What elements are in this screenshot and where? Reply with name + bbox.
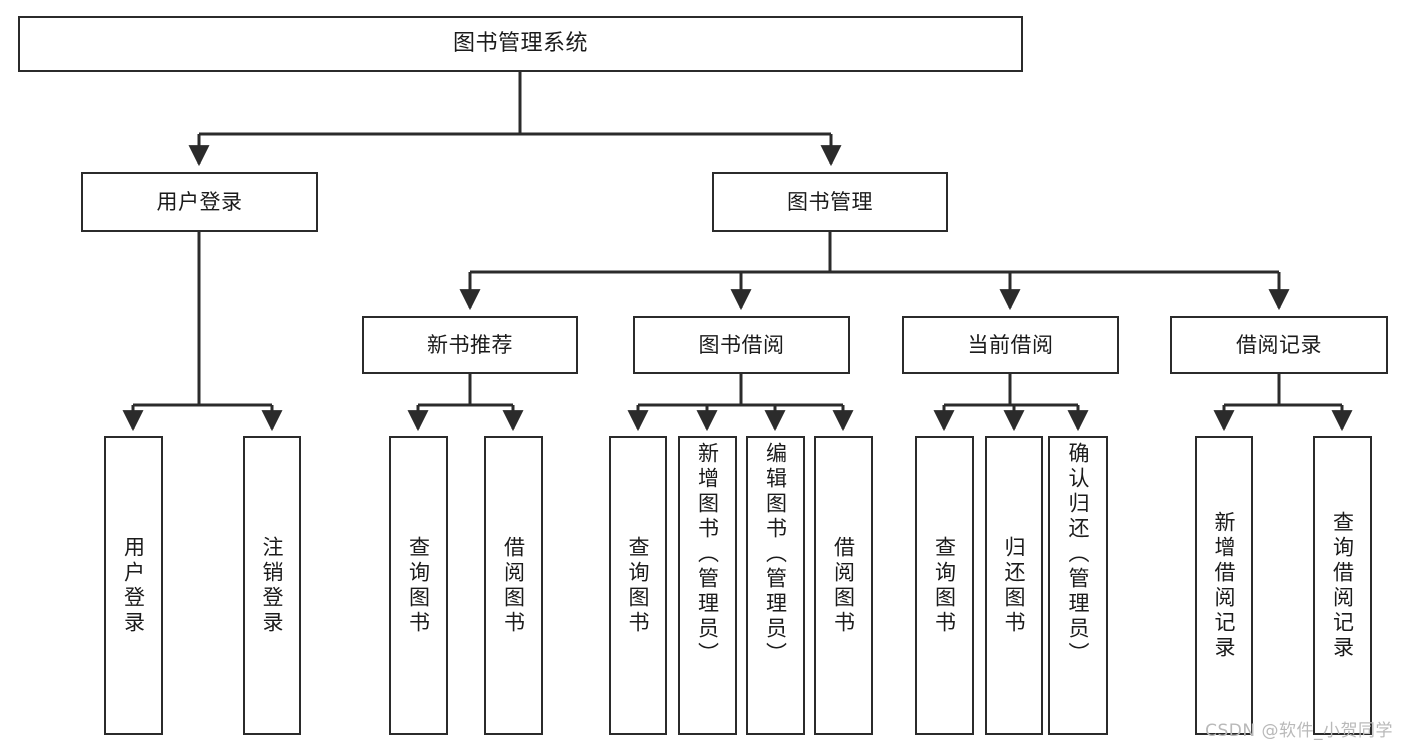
node-current-borrow-label: 当前借阅 [967,332,1054,357]
leaf-confirm-return-admin[interactable]: 确认归还（管理员） [1048,436,1108,735]
node-current-borrow[interactable]: 当前借阅 [902,316,1119,374]
leaf-user-login-label: 用户登录 [121,535,146,636]
leaf-user-logout-label: 注销登录 [260,535,285,636]
leaf-add-book-admin-label: 新增图书（管理员） [695,442,720,667]
leaf-borrow-book[interactable]: 借阅图书 [814,436,873,735]
leaf-add-book-admin[interactable]: 新增图书（管理员） [678,436,737,735]
node-book-borrow[interactable]: 图书借阅 [633,316,850,374]
leaf-add-borrow-record-label: 新增借阅记录 [1212,510,1237,661]
leaf-confirm-return-admin-label: 确认归还（管理员） [1066,442,1091,667]
node-user-login[interactable]: 用户登录 [81,172,318,232]
node-new-book-recommend-label: 新书推荐 [427,332,513,357]
leaf-return-book-label: 归还图书 [1002,535,1027,636]
node-book-management[interactable]: 图书管理 [712,172,948,232]
leaf-user-login[interactable]: 用户登录 [104,436,163,735]
leaf-edit-book-admin[interactable]: 编辑图书（管理员） [746,436,805,735]
node-book-management-label: 图书管理 [787,189,873,214]
leaf-query-book-borrow[interactable]: 查询图书 [609,436,667,735]
leaf-borrow-book-recommend-label: 借阅图书 [501,535,526,636]
watermark-text: CSDN @软件_小贺同学 [1205,721,1393,741]
leaf-query-book-current[interactable]: 查询图书 [915,436,974,735]
leaf-edit-book-admin-label: 编辑图书（管理员） [763,442,788,667]
leaf-return-book[interactable]: 归还图书 [985,436,1043,735]
leaf-query-book-recommend-label: 查询图书 [406,535,431,636]
leaf-user-logout[interactable]: 注销登录 [243,436,301,735]
node-book-borrow-label: 图书借阅 [698,332,785,357]
leaf-query-book-recommend[interactable]: 查询图书 [389,436,448,735]
node-new-book-recommend[interactable]: 新书推荐 [362,316,578,374]
leaf-query-book-current-label: 查询图书 [932,535,957,636]
node-borrow-record[interactable]: 借阅记录 [1170,316,1388,374]
leaf-borrow-book-recommend[interactable]: 借阅图书 [484,436,543,735]
node-root[interactable]: 图书管理系统 [18,16,1023,72]
leaf-borrow-book-label: 借阅图书 [831,535,856,636]
leaf-query-borrow-record-label: 查询借阅记录 [1330,510,1355,661]
node-borrow-record-label: 借阅记录 [1236,332,1322,357]
leaf-query-book-borrow-label: 查询图书 [626,535,651,636]
node-user-login-label: 用户登录 [156,189,243,214]
leaf-query-borrow-record[interactable]: 查询借阅记录 [1313,436,1372,735]
node-root-label: 图书管理系统 [452,31,588,57]
leaf-add-borrow-record[interactable]: 新增借阅记录 [1195,436,1253,735]
